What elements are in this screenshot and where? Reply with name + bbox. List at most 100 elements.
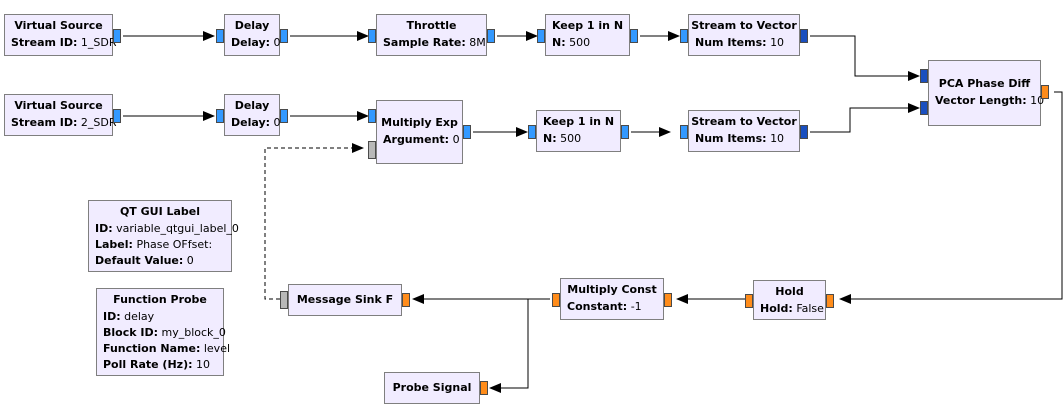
block-function-probe[interactable]: Function Probe ID: delay Block ID: my_bl… [96,288,230,376]
param-key: Num Items: [695,36,767,49]
output-port[interactable] [280,109,288,123]
param-key: Stream ID: [11,116,78,129]
input-port[interactable] [826,294,834,308]
block-delay-1[interactable]: Delay Delay: 0 [216,14,288,56]
output-port[interactable] [630,29,638,43]
input-port[interactable] [216,29,224,43]
block-stream-to-vector-2[interactable]: Stream to Vector Num Items: 10 [680,110,808,152]
block-title: Message Sink F [296,293,394,306]
param-value: 10 [196,358,210,371]
param-value: -1 [630,300,642,313]
output-port[interactable] [487,29,495,43]
param-key: N: [543,132,557,145]
block-delay-2[interactable]: Delay Delay: 0 [216,94,288,136]
block-virtual-source-1[interactable]: Virtual Source Stream ID: 1_SDR [4,14,121,56]
param-value: 500 [569,36,591,49]
block-title: Virtual Source [14,99,103,112]
output-port[interactable] [621,125,629,139]
input-port[interactable] [480,381,488,395]
output-port[interactable] [1041,85,1049,99]
input-port[interactable] [664,293,672,307]
param-key: Constant: [567,300,628,313]
param-value: 0 [186,254,194,267]
input-port[interactable] [402,293,410,307]
input-port[interactable] [368,109,376,123]
block-probe-signal[interactable]: Probe Signal [384,372,488,404]
param-key: Label: [95,238,133,251]
param-value: 0 [273,36,281,49]
param-key: Poll Rate (Hz): [103,358,193,371]
block-keep-1-in-n-1[interactable]: Keep 1 in N N: 500 [537,14,638,56]
input-port[interactable] [368,29,376,43]
message-input-port[interactable] [368,141,376,159]
input-port[interactable] [680,29,688,43]
param-key: Hold: [760,302,793,315]
param-value: 10 [770,132,785,145]
message-output-port[interactable] [280,291,288,309]
param-value: my_block_0 [161,326,226,339]
param-value: delay [124,310,155,323]
block-title: Hold [775,285,804,298]
output-port[interactable] [113,109,121,123]
param-key: N: [552,36,566,49]
param-key: Stream ID: [11,36,78,49]
block-stream-to-vector-1[interactable]: Stream to Vector Num Items: 10 [680,14,808,56]
block-keep-1-in-n-2[interactable]: Keep 1 in N N: 500 [528,110,629,152]
input-port-0[interactable] [920,69,928,83]
param-value: 10 [1030,94,1045,107]
block-title: Multiply Const [567,283,657,296]
block-title: Stream to Vector [691,115,797,128]
input-port[interactable] [537,29,545,43]
block-title: Multiply Exp [381,116,458,129]
output-port[interactable] [463,125,471,139]
block-title: Delay [234,19,270,32]
block-title: Keep 1 in N [542,115,615,128]
block-pca-phase-diff[interactable]: PCA Phase Diff Vector Length: 10 [920,60,1049,126]
param-key: Function Name: [103,342,201,355]
block-title: Function Probe [113,293,207,306]
block-title: Throttle [406,19,457,32]
output-port[interactable] [745,294,753,308]
param-key: Num Items: [695,132,767,145]
param-value: 500 [560,132,582,145]
block-throttle[interactable]: Throttle Sample Rate: 8M [368,14,495,56]
output-port[interactable] [800,125,808,139]
block-virtual-source-2[interactable]: Virtual Source Stream ID: 2_SDR [4,94,121,136]
param-value: 2_SDR [80,116,117,129]
block-message-sink-f[interactable]: Message Sink F [280,284,410,316]
block-title: Delay [234,99,270,112]
output-port[interactable] [280,29,288,43]
conn-s2v2-pca [810,103,920,133]
param-value: level [203,342,231,355]
param-key: Block ID: [103,326,158,339]
input-port[interactable] [680,125,688,139]
param-key: ID: [95,222,113,235]
conn-msg-sink-mulexp [264,143,364,300]
input-port-1[interactable] [920,101,928,115]
block-title: PCA Phase Diff [938,77,1031,90]
param-key: ID: [103,310,121,323]
output-port[interactable] [800,29,808,43]
param-key: Delay: [231,36,271,49]
block-title: Virtual Source [14,19,103,32]
input-port[interactable] [216,109,224,123]
param-value: False [796,302,824,315]
input-port[interactable] [528,125,536,139]
output-port[interactable] [552,293,560,307]
block-multiply-const[interactable]: Multiply Const Constant: -1 [552,278,672,320]
param-value: 0 [273,116,281,129]
conn-mulconst-probesig [489,299,529,393]
conn-pca-hold [839,91,1063,304]
param-value: Phase OFfset: [136,238,213,251]
param-key: Default Value: [95,254,184,267]
block-qt-gui-label[interactable]: QT GUI Label ID: variable_qtgui_label_0 … [88,200,239,272]
block-title: Probe Signal [392,381,472,394]
param-value: 10 [770,36,785,49]
conn-s2v1-pca [810,35,920,81]
output-port[interactable] [113,29,121,43]
block-hold[interactable]: Hold Hold: False [745,280,834,320]
block-title: Stream to Vector [691,19,797,32]
block-multiply-exp[interactable]: Multiply Exp Argument: 0 [368,100,471,164]
